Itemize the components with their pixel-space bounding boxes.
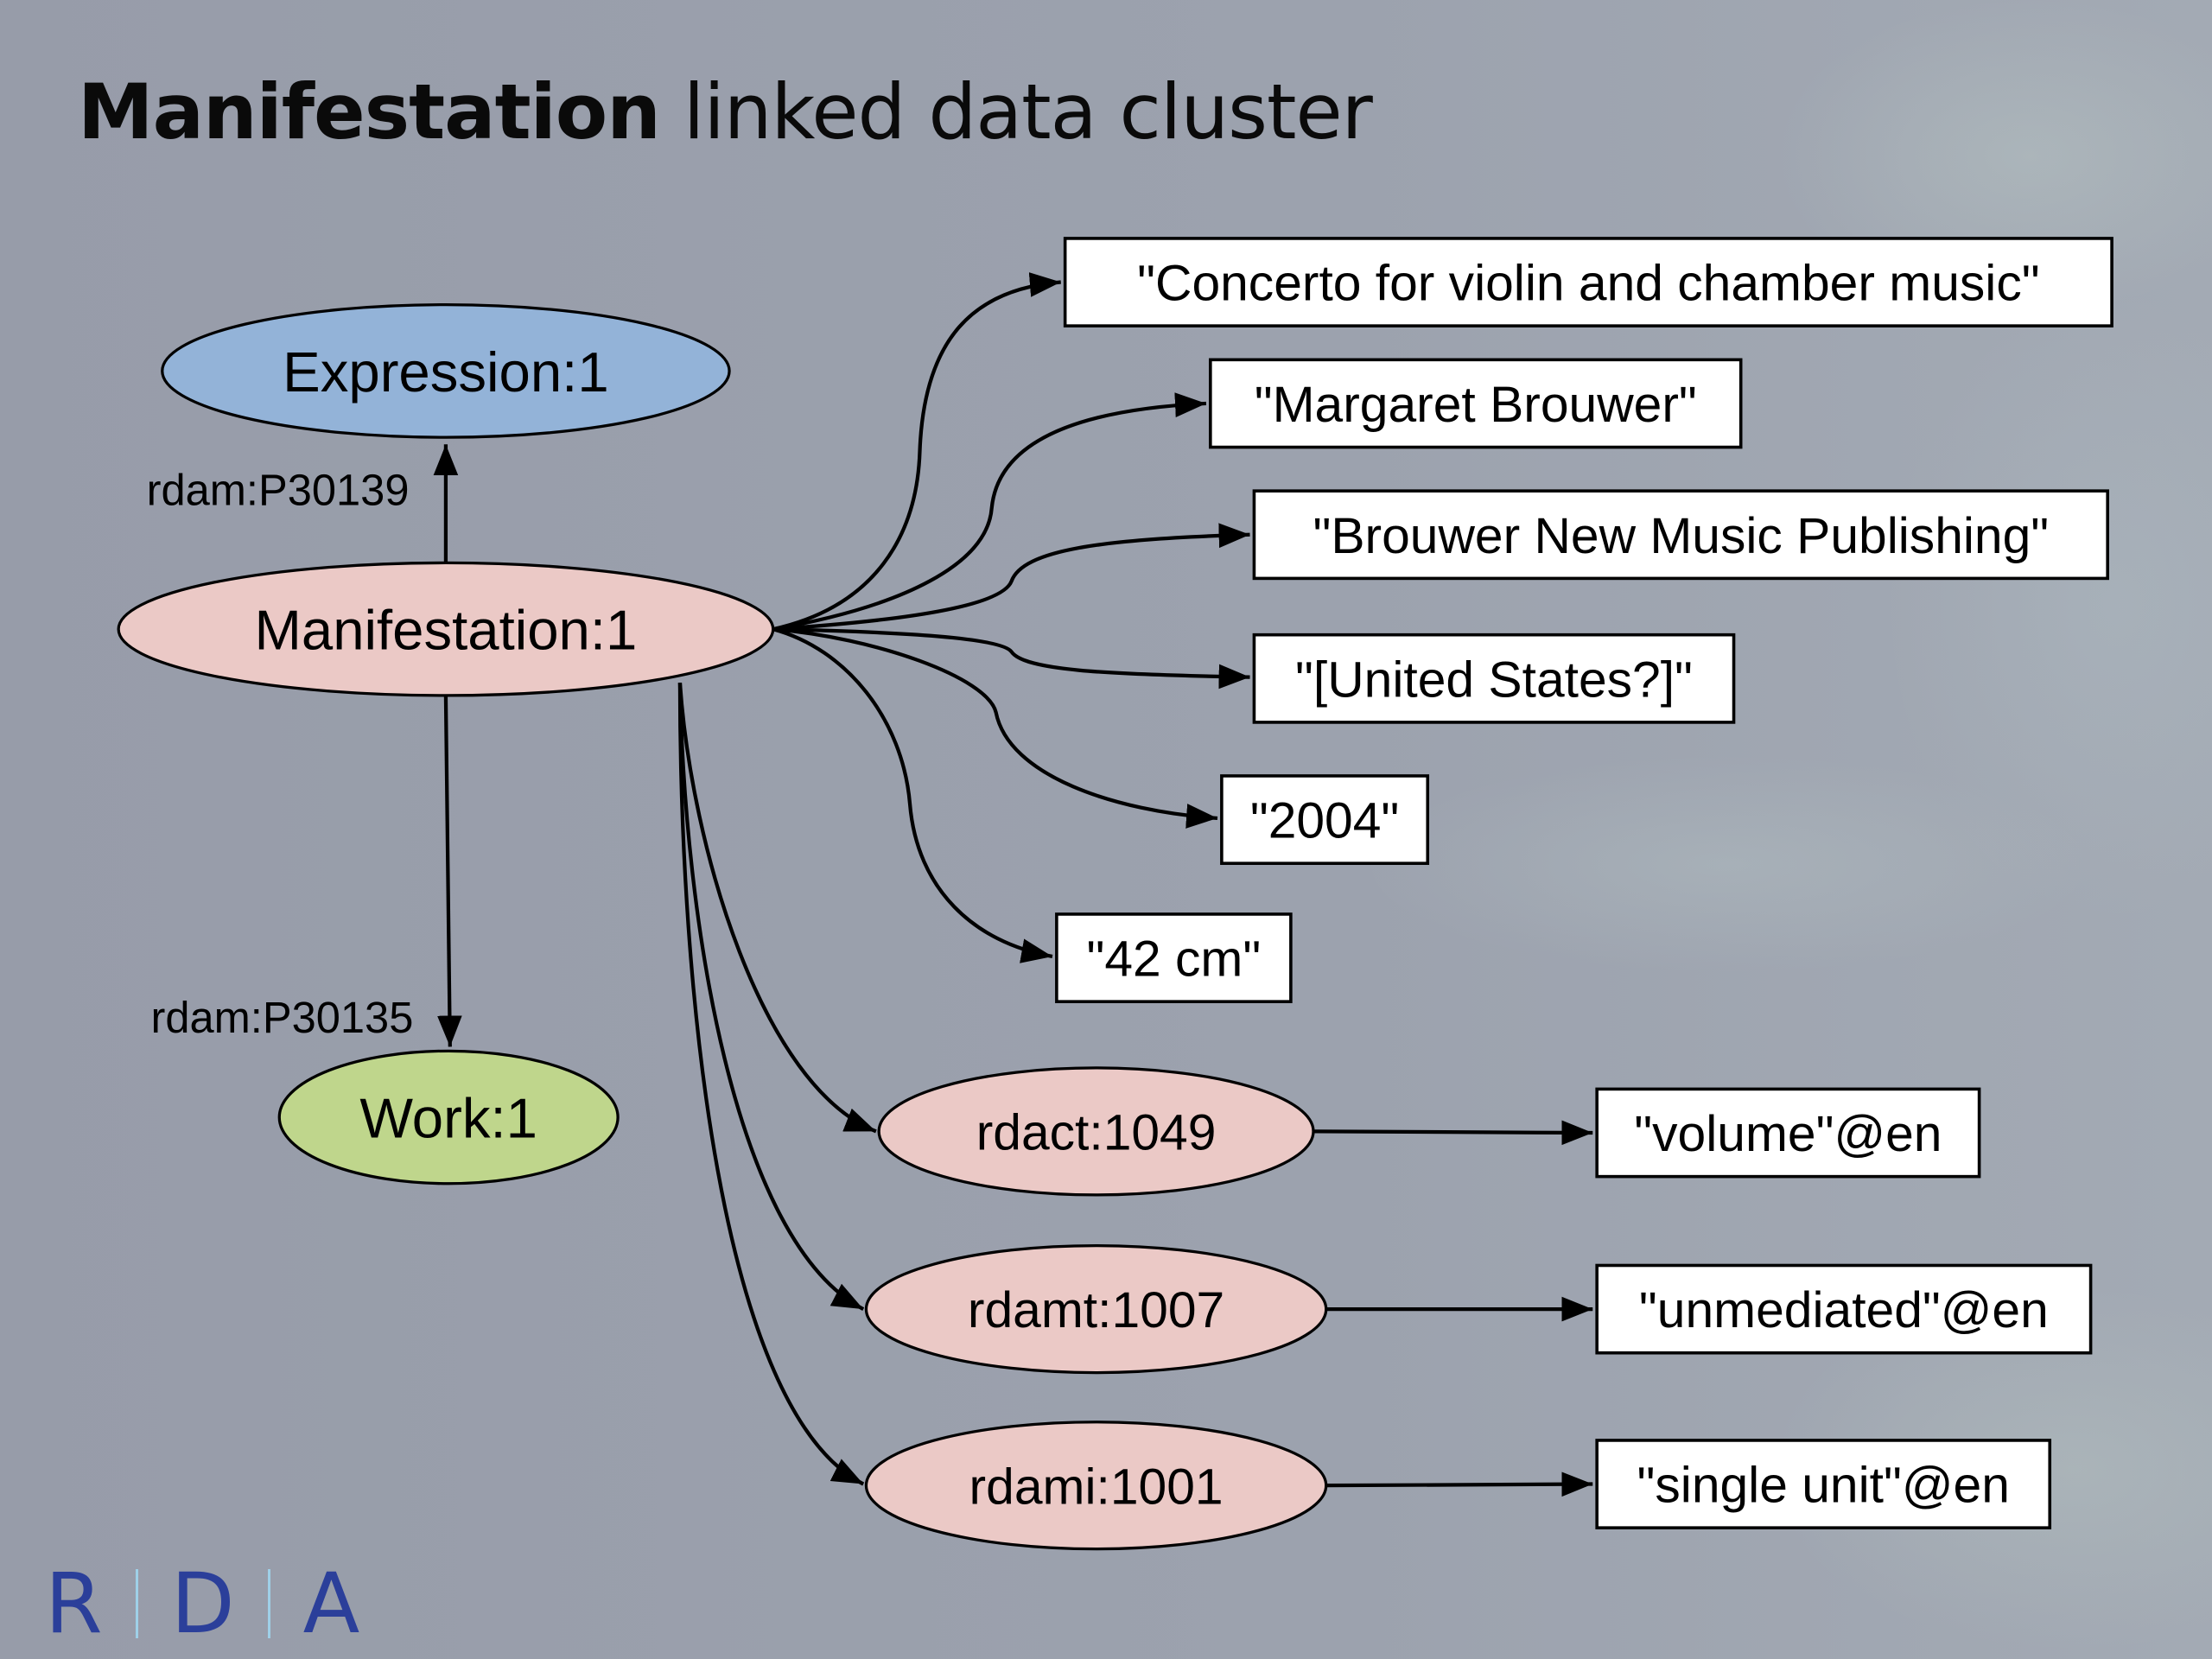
node-work: Work:1: [277, 1049, 620, 1185]
node-label: "single unit"@en: [1637, 1458, 2010, 1514]
literal-box: [1595, 1439, 2052, 1529]
node-lit-dimensions: "42 cm": [1055, 912, 1293, 1003]
edge-label: rdam:P30135: [151, 993, 414, 1042]
edge-rdami-to-lit-single: [1325, 1471, 1593, 1497]
node-lit-date: "2004": [1220, 774, 1430, 865]
node-ellipse: [877, 1066, 1315, 1197]
node-label: rdami:1001: [969, 1459, 1224, 1515]
literal-box: [1063, 237, 2113, 327]
literal-box: [1252, 632, 1736, 724]
logo-letter-r: R: [45, 1555, 103, 1652]
logo-letter-d: D: [170, 1555, 235, 1652]
literal-box: [1220, 774, 1430, 865]
edge-manifestation-to-lit-date: [772, 627, 1218, 829]
literal-box: [1209, 358, 1743, 449]
edge-manifestation-to-lit-publisher: [772, 523, 1250, 632]
node-ellipse: [864, 1244, 1328, 1375]
node-manifestation: Manifestation:1: [117, 561, 775, 697]
logo-letter-a: A: [302, 1555, 360, 1652]
node-label: "2004": [1250, 793, 1399, 849]
node-label: "unmediated"@en: [1639, 1282, 2049, 1338]
node-lit-single: "single unit"@en: [1595, 1439, 2052, 1529]
node-expression: Expression:1: [161, 303, 731, 439]
node-lit-publisher: "Brouwer New Music Publishing": [1252, 489, 2109, 581]
edge-manifestation-to-lit-place: [772, 627, 1250, 690]
slide-title: Manifestation linked data cluster: [78, 67, 1373, 156]
node-lit-title: "Concerto for violin and chamber music": [1063, 237, 2113, 327]
edge-manifestation-to-lit-title: [772, 272, 1061, 632]
node-ellipse: [117, 561, 775, 697]
edge-manifestation-to-rdamt: [677, 683, 865, 1311]
node-label: "[United States?]": [1295, 652, 1693, 708]
node-ellipse: [161, 303, 731, 439]
node-label: "42 cm": [1086, 931, 1261, 988]
node-ellipse: [864, 1421, 1328, 1551]
node-rdamt: rdamt:1007: [864, 1244, 1328, 1375]
node-label: "Concerto for violin and chamber music": [1137, 256, 2039, 312]
node-lit-creator: "Margaret Brouwer": [1209, 358, 1743, 449]
node-label: "Margaret Brouwer": [1255, 377, 1697, 433]
node-lit-unmediated: "unmediated"@en: [1595, 1263, 2093, 1355]
edge-manifestation-to-rdact: [677, 683, 877, 1134]
literal-box: [1595, 1263, 2093, 1355]
edge-labels-layer: rdam:P30139 rdam:P30135: [147, 465, 414, 1042]
node-rdact: rdact:1049: [877, 1066, 1315, 1197]
node-lit-place: "[United States?]": [1252, 632, 1736, 724]
node-ellipse: [277, 1049, 620, 1185]
edges-layer: [433, 272, 1593, 1497]
node-label: Manifestation:1: [255, 599, 638, 662]
edge-rdact-to-lit-volume: [1313, 1120, 1593, 1146]
edge-manifestation-to-work: [437, 695, 462, 1047]
node-label: "volume"@en: [1634, 1106, 1942, 1162]
node-rdami: rdami:1001: [864, 1421, 1328, 1551]
edge-manifestation-to-lit-creator: [772, 392, 1207, 632]
rda-logo: R D A: [45, 1555, 359, 1652]
logo-separator: [135, 1569, 138, 1638]
edge-label: rdam:P30139: [147, 465, 410, 514]
title-rest: linked data cluster: [659, 67, 1373, 156]
node-label: "Brouwer New Music Publishing": [1313, 508, 2049, 564]
edge-manifestation-to-lit-dimensions: [772, 627, 1053, 963]
logo-separator: [267, 1569, 270, 1638]
node-lit-volume: "volume"@en: [1595, 1087, 1981, 1179]
node-label: Work:1: [359, 1087, 537, 1150]
node-label: Expression:1: [283, 340, 608, 404]
literal-box: [1252, 489, 2109, 581]
node-label: rdact:1049: [976, 1105, 1217, 1161]
edge-manifestation-to-rdami: [677, 683, 865, 1486]
node-label: rdamt:1007: [968, 1282, 1224, 1338]
literal-box: [1055, 912, 1293, 1003]
literal-box: [1595, 1087, 1981, 1179]
title-bold: Manifestation: [78, 67, 661, 156]
